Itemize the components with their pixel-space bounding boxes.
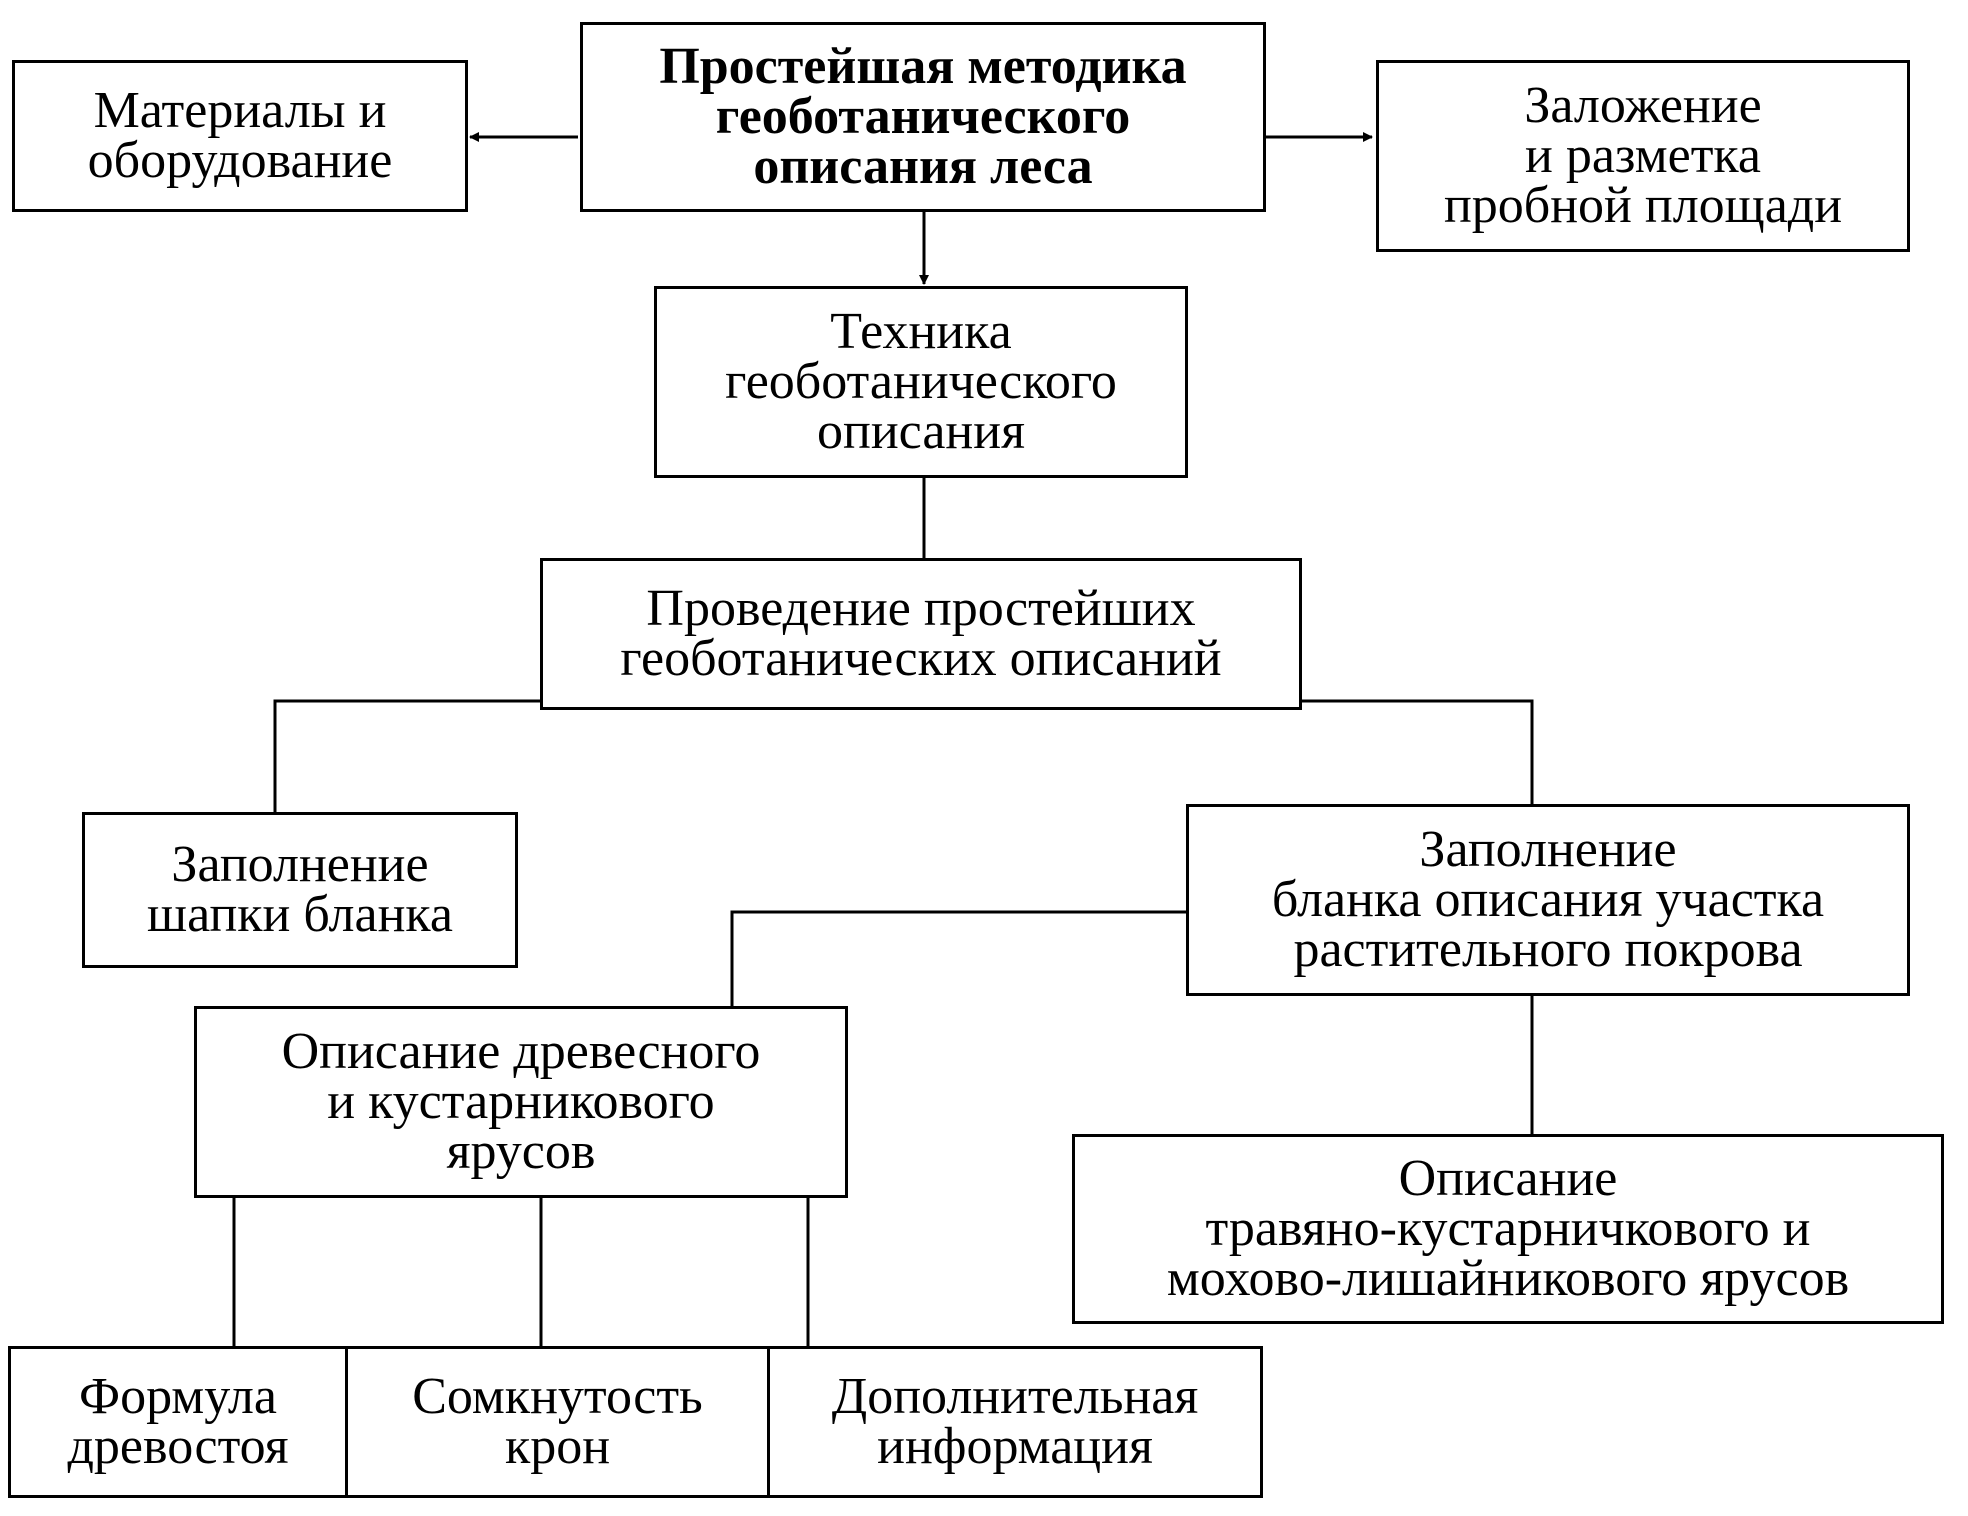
main-title-line: геоботанического bbox=[715, 88, 1131, 145]
herb-moss-layers-line: мохово-лишайникового ярусов bbox=[1166, 1250, 1850, 1307]
simple-descriptions-line: Проведение простейших bbox=[646, 580, 1196, 637]
additional-info-box: Дополнительная информация bbox=[767, 1346, 1263, 1498]
simple-descriptions-line: геоботанических описаний bbox=[620, 630, 1222, 687]
form-description-line: бланка описания участка bbox=[1271, 871, 1825, 928]
line-to-tree-shrub bbox=[730, 910, 1186, 1007]
plot-layout-line: и разметка bbox=[1525, 127, 1761, 184]
canopy-closure-line: крон bbox=[504, 1418, 611, 1475]
main-title-box: Простейшая методика геоботанического опи… bbox=[580, 22, 1266, 212]
materials-line: оборудование bbox=[87, 132, 393, 189]
tree-shrub-layers-line: и кустарникового bbox=[327, 1073, 715, 1130]
line-to-form-header bbox=[273, 699, 542, 812]
technique-box: Техника геоботанического описания bbox=[654, 286, 1188, 478]
form-header-box: Заполнение шапки бланка bbox=[82, 812, 518, 968]
form-header-line: шапки бланка bbox=[147, 886, 453, 943]
technique-line: Техника bbox=[830, 303, 1012, 360]
plot-layout-line: пробной площади bbox=[1443, 177, 1843, 234]
tree-shrub-layers-box: Описание древесного и кустарникового яру… bbox=[194, 1006, 848, 1198]
form-description-line: растительного покрова bbox=[1293, 921, 1803, 978]
plot-layout-line: Заложение bbox=[1524, 77, 1762, 134]
stand-formula-line: древостоя bbox=[67, 1418, 289, 1475]
main-title-line: Простейшая методика bbox=[659, 38, 1187, 95]
canopy-closure-box: Сомкнутость крон bbox=[345, 1346, 770, 1498]
canopy-closure-line: Сомкнутость bbox=[412, 1368, 703, 1425]
materials-box: Материалы и оборудование bbox=[12, 60, 468, 212]
tree-shrub-layers-line: Описание древесного bbox=[281, 1023, 761, 1080]
additional-info-line: Дополнительная bbox=[831, 1368, 1199, 1425]
line-to-form-description bbox=[1300, 699, 1534, 804]
materials-line: Материалы и bbox=[93, 82, 387, 139]
main-title-line: описания леса bbox=[753, 138, 1093, 195]
simple-descriptions-box: Проведение простейших геоботанических оп… bbox=[540, 558, 1302, 710]
tree-shrub-layers-line: ярусов bbox=[446, 1123, 596, 1180]
additional-info-line: информация bbox=[877, 1418, 1153, 1475]
herb-moss-layers-line: Описание bbox=[1398, 1150, 1618, 1207]
stand-formula-line: Формула bbox=[79, 1368, 277, 1425]
technique-line: геоботанического bbox=[725, 353, 1117, 410]
form-description-box: Заполнение бланка описания участка расти… bbox=[1186, 804, 1910, 996]
form-description-line: Заполнение bbox=[1419, 821, 1677, 878]
stand-formula-box: Формула древостоя bbox=[8, 1346, 348, 1498]
herb-moss-layers-box: Описание травяно-кустарничкового и мохов… bbox=[1072, 1134, 1944, 1324]
herb-moss-layers-line: травяно-кустарничкового и bbox=[1205, 1200, 1811, 1257]
plot-layout-box: Заложение и разметка пробной площади bbox=[1376, 60, 1910, 252]
form-header-line: Заполнение bbox=[171, 836, 429, 893]
technique-line: описания bbox=[816, 403, 1026, 460]
